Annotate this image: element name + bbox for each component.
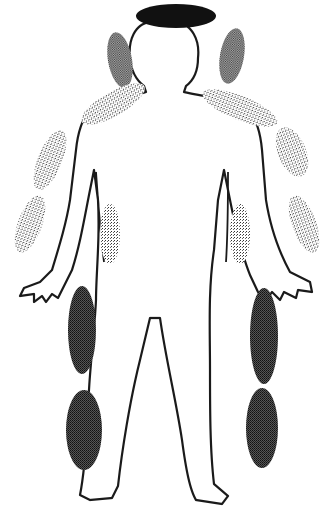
left-lower-leg-region: [66, 390, 102, 470]
left-thigh-region: [68, 286, 96, 374]
right-shoulder-region: [198, 82, 281, 134]
right-forearm-outer-region: [282, 192, 325, 257]
right-head-side-region: [215, 26, 248, 85]
right-lower-leg-region: [246, 388, 278, 468]
crown-region: [136, 4, 216, 28]
left-flank-region: [100, 204, 120, 264]
left-forearm-outer-region: [8, 192, 51, 257]
right-upper-arm-outer-region: [269, 123, 314, 182]
right-thigh-region: [250, 288, 278, 384]
left-shoulder-region: [76, 76, 150, 133]
left-upper-arm-outer-region: [27, 126, 73, 194]
right-flank-region: [230, 204, 250, 264]
